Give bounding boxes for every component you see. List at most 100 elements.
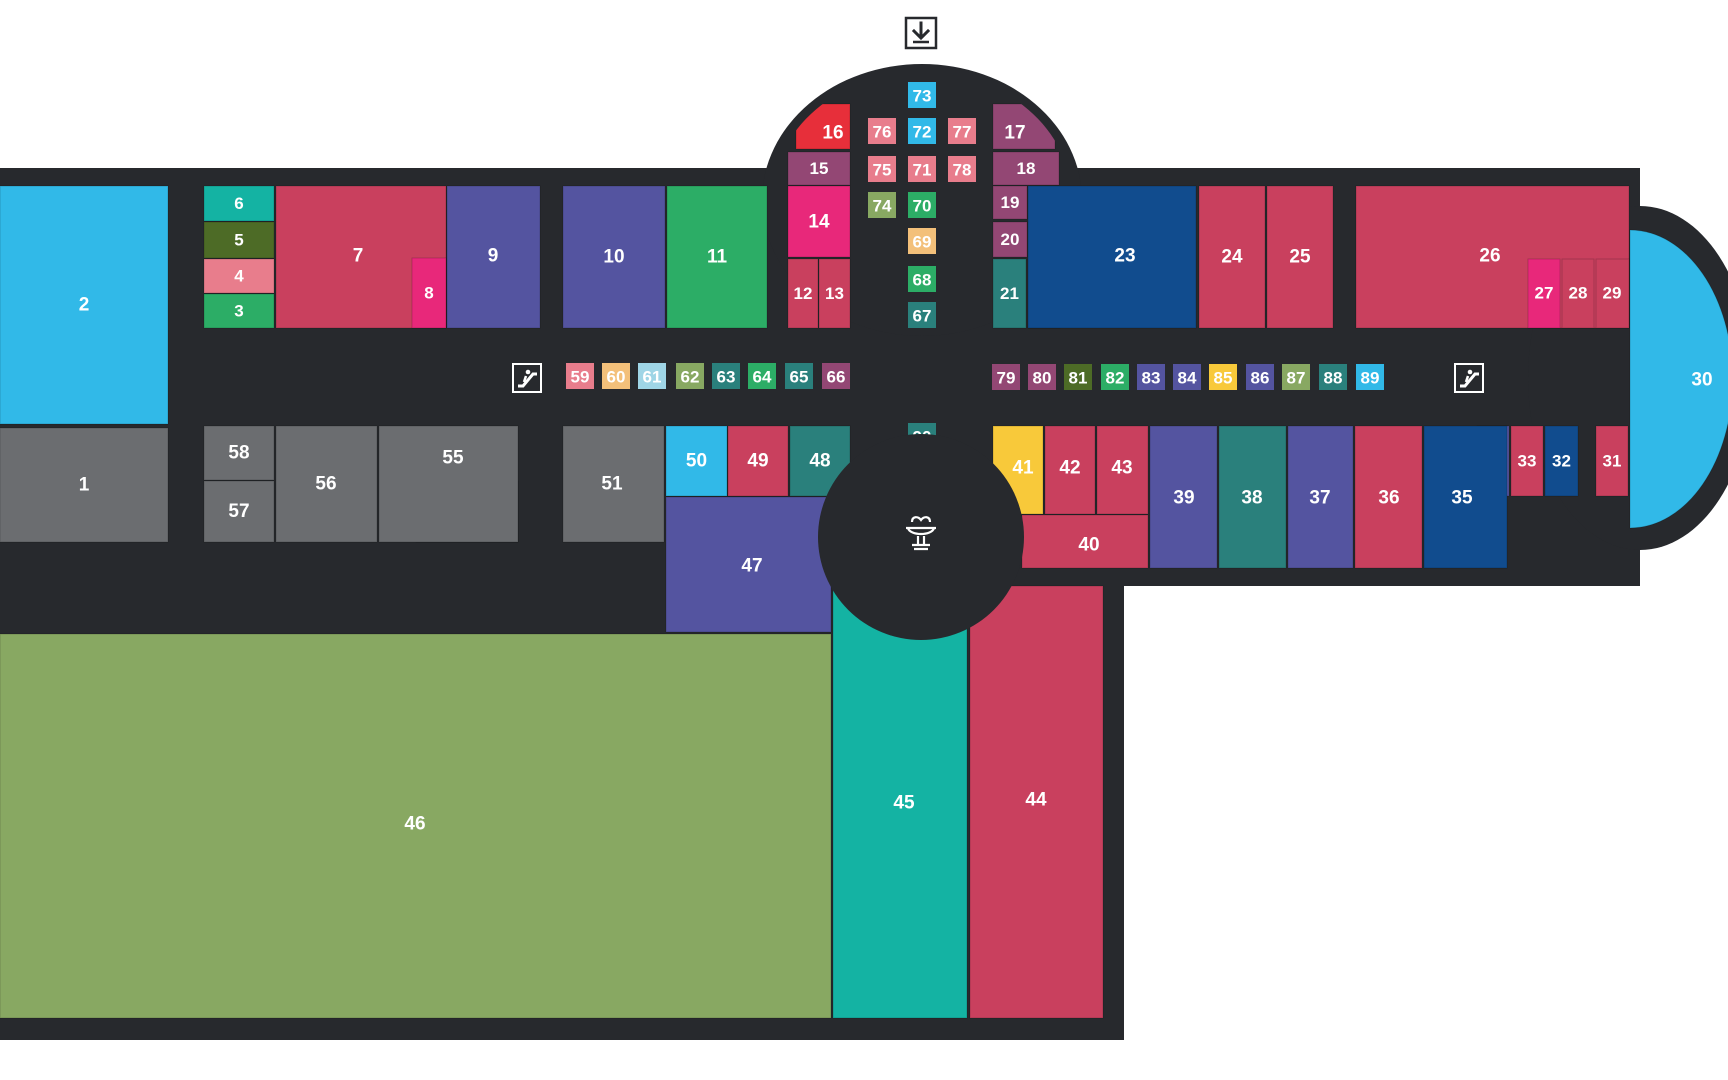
store-unit-36[interactable]: 36: [1354, 425, 1423, 569]
store-unit-46[interactable]: 46: [0, 633, 832, 1019]
store-unit-50[interactable]: 50: [665, 425, 728, 497]
store-unit-label: 14: [808, 212, 830, 233]
store-unit-label: 19: [1001, 193, 1020, 212]
kiosk-88[interactable]: 88: [1319, 364, 1347, 390]
kiosk-82[interactable]: 82: [1101, 364, 1129, 390]
store-unit-40[interactable]: 40: [1021, 514, 1149, 569]
store-unit-18[interactable]: 18: [992, 151, 1060, 186]
kiosk-77[interactable]: 77: [948, 118, 976, 144]
store-unit-label: 36: [1378, 488, 1399, 509]
store-unit-39[interactable]: 39: [1149, 425, 1218, 569]
kiosk-72[interactable]: 72: [908, 118, 936, 144]
store-unit-58[interactable]: 58: [203, 425, 275, 481]
store-unit-1[interactable]: 1: [0, 427, 169, 543]
kiosk-80[interactable]: 80: [1028, 364, 1056, 390]
store-unit-49[interactable]: 49: [727, 425, 789, 497]
store-unit-label: 12: [794, 284, 813, 303]
store-unit-27[interactable]: 27: [1527, 258, 1561, 329]
kiosk-label: 81: [1069, 369, 1088, 388]
kiosk-66[interactable]: 66: [822, 363, 850, 389]
store-unit-31[interactable]: 31: [1595, 425, 1629, 497]
kiosk-74[interactable]: 74: [868, 192, 896, 218]
store-unit-11[interactable]: 11: [666, 185, 768, 329]
store-unit-label: 9: [488, 246, 499, 267]
store-unit-5[interactable]: 5: [203, 221, 275, 259]
store-unit-8[interactable]: 8: [411, 257, 447, 329]
store-unit-label: 55: [442, 448, 464, 469]
kiosk-75[interactable]: 75: [868, 156, 896, 182]
kiosk-label: 76: [873, 123, 892, 142]
store-unit-37[interactable]: 37: [1287, 425, 1354, 569]
store-unit-51[interactable]: 51: [562, 425, 665, 543]
store-unit-3[interactable]: 3: [203, 293, 275, 329]
kiosk-62[interactable]: 62: [676, 363, 704, 389]
store-unit-19[interactable]: 19: [992, 185, 1028, 220]
store-unit-56[interactable]: 56: [275, 425, 378, 543]
store-unit-label: 4: [234, 267, 244, 286]
kiosk-label: 88: [1324, 369, 1343, 388]
kiosk-87[interactable]: 87: [1282, 364, 1310, 390]
store-unit-47[interactable]: 47: [665, 496, 832, 633]
kiosk-83[interactable]: 83: [1137, 364, 1165, 390]
store-unit-38[interactable]: 38: [1218, 425, 1287, 569]
kiosk-68[interactable]: 68: [908, 266, 936, 292]
store-unit-9[interactable]: 9: [446, 185, 541, 329]
store-units: 1234567891011121314151617181920212223242…: [0, 103, 1728, 1019]
store-unit-15[interactable]: 15: [787, 151, 851, 186]
kiosk-69[interactable]: 69: [908, 228, 936, 254]
store-unit-23[interactable]: 23: [1027, 185, 1197, 329]
store-unit-label: 38: [1241, 488, 1262, 509]
kiosk-64[interactable]: 64: [748, 363, 776, 389]
store-unit-43[interactable]: 43: [1096, 425, 1149, 515]
kiosk-81[interactable]: 81: [1064, 364, 1092, 390]
store-unit-label: 7: [353, 246, 364, 267]
kiosk-86[interactable]: 86: [1246, 364, 1274, 390]
store-unit-35[interactable]: 35: [1423, 425, 1508, 569]
store-unit-2[interactable]: 2: [0, 185, 169, 425]
store-unit-21[interactable]: 21: [992, 258, 1027, 329]
store-unit-label: 23: [1114, 246, 1135, 267]
store-unit-25[interactable]: 25: [1266, 185, 1334, 329]
kiosk-70[interactable]: 70: [908, 192, 936, 218]
store-unit-55[interactable]: 55: [378, 425, 519, 543]
escalator-icon[interactable]: [1454, 363, 1484, 393]
kiosk-71[interactable]: 71: [908, 156, 936, 182]
store-unit-42[interactable]: 42: [1044, 425, 1096, 515]
kiosk-76[interactable]: 76: [868, 118, 896, 144]
store-unit-24[interactable]: 24: [1198, 185, 1266, 329]
store-unit-12[interactable]: 12: [787, 258, 819, 329]
kiosk-59[interactable]: 59: [566, 363, 594, 389]
kiosk-63[interactable]: 63: [712, 363, 740, 389]
kiosk-84[interactable]: 84: [1173, 364, 1201, 390]
kiosk-label: 86: [1251, 369, 1270, 388]
store-unit-28[interactable]: 28: [1561, 258, 1595, 329]
store-unit-13[interactable]: 13: [818, 258, 851, 329]
store-unit-32[interactable]: 32: [1544, 425, 1579, 497]
kiosk-85[interactable]: 85: [1209, 364, 1237, 390]
store-unit-30[interactable]: 30: [1629, 229, 1728, 529]
entrance-arrow-icon[interactable]: [904, 16, 938, 50]
kiosk-60[interactable]: 60: [602, 363, 630, 389]
kiosk-65[interactable]: 65: [785, 363, 813, 389]
store-unit-57[interactable]: 57: [203, 480, 275, 543]
store-unit-4[interactable]: 4: [203, 258, 275, 294]
kiosk-78[interactable]: 78: [948, 156, 976, 182]
kiosk-89[interactable]: 89: [1356, 364, 1384, 390]
store-unit-29[interactable]: 29: [1595, 258, 1630, 329]
kiosk-61[interactable]: 61: [638, 363, 666, 389]
kiosk-79[interactable]: 79: [992, 364, 1020, 390]
store-unit-33[interactable]: 33: [1510, 425, 1544, 497]
store-unit-44[interactable]: 44: [969, 585, 1104, 1019]
store-unit-10[interactable]: 10: [562, 185, 666, 329]
store-unit-14[interactable]: 14: [787, 185, 851, 258]
escalator-icon[interactable]: [512, 363, 542, 393]
kiosk-67[interactable]: 67: [908, 302, 936, 328]
store-unit-6[interactable]: 6: [203, 185, 275, 222]
store-unit-20[interactable]: 20: [992, 221, 1028, 258]
kiosk-73[interactable]: 73: [908, 82, 936, 108]
store-unit-label: 32: [1552, 452, 1571, 471]
store-unit-45[interactable]: 45: [832, 585, 968, 1019]
store-unit-label: 18: [1017, 159, 1036, 178]
store-unit-label: 37: [1309, 488, 1330, 509]
store-unit-label: 31: [1603, 452, 1622, 471]
